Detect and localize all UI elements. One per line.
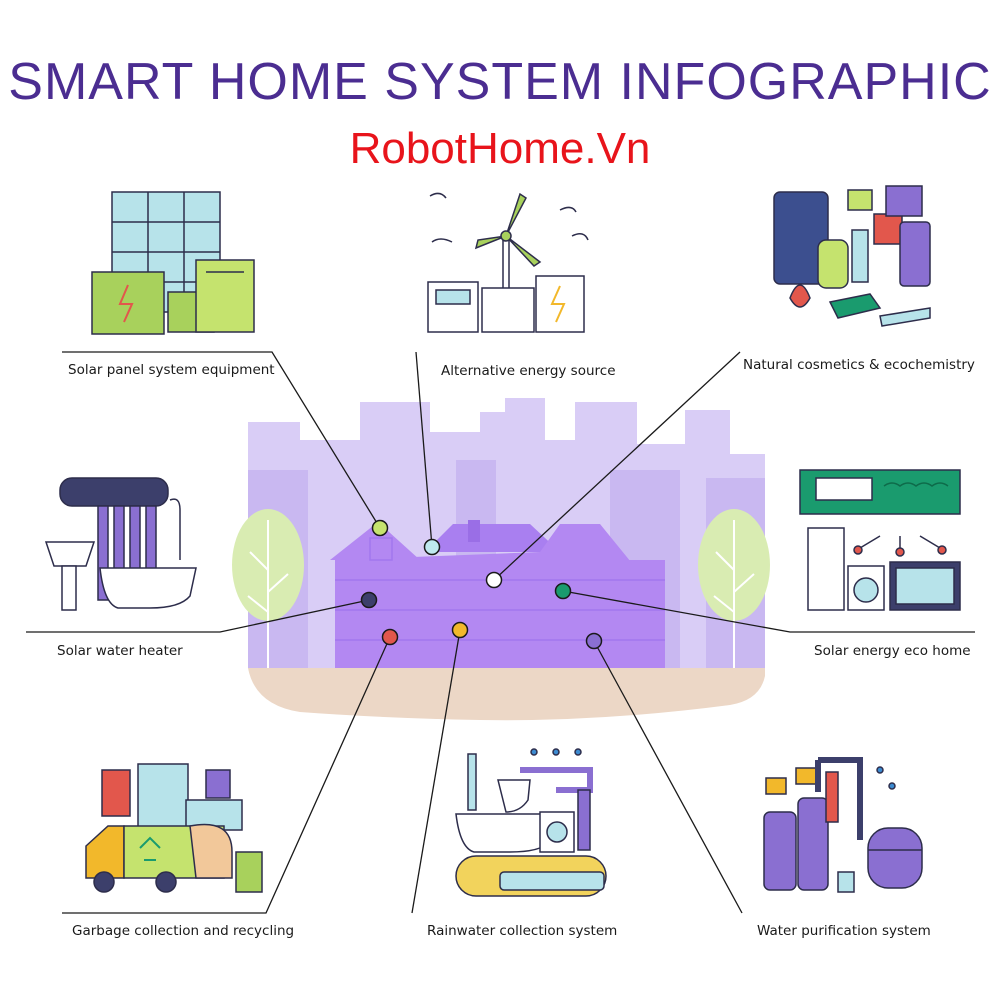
dot-cosmetics [485, 571, 503, 589]
label-rainwater: Rainwater collection system [427, 923, 618, 939]
line-rainwater [411, 629, 461, 914]
dot-alt-energy [423, 538, 441, 556]
label-garbage: Garbage collection and recycling [72, 923, 295, 939]
water-purification-icon [763, 757, 923, 893]
ground [248, 668, 765, 721]
tree-right [698, 509, 770, 668]
line-garbage [62, 636, 391, 914]
label-solar-panel: Solar panel system equipment [68, 362, 275, 378]
solar-water-heater-icon [44, 477, 197, 611]
page-title: SMART HOME SYSTEM INFOGRAPHIC [8, 53, 992, 111]
dot-eco-home [554, 582, 572, 600]
label-eco-home: Solar energy eco home [814, 643, 971, 659]
dot-rainwater [451, 621, 469, 639]
cosmetics-icon [773, 185, 931, 327]
garbage-truck-icon [85, 763, 263, 893]
label-alt-energy: Alternative energy source [441, 363, 616, 379]
solar-panel-icon [91, 191, 255, 335]
label-cosmetics: Natural cosmetics & ecochemistry [743, 357, 975, 373]
dot-purification [585, 632, 603, 650]
house [330, 520, 665, 668]
brand-subtitle: RobotHome.Vn [349, 124, 651, 173]
dot-water-heater [360, 591, 378, 609]
dot-garbage [381, 628, 399, 646]
label-purification: Water purification system [757, 923, 931, 939]
line-water-heater [26, 599, 370, 633]
label-water-heater: Solar water heater [57, 643, 183, 659]
rainwater-system-icon [455, 748, 607, 897]
line-eco-home [562, 590, 975, 633]
tree-left [232, 509, 304, 668]
line-purification [593, 640, 743, 914]
line-solar-panel [62, 351, 381, 529]
dot-solar-panel [371, 519, 389, 537]
line-cosmetics [493, 351, 741, 581]
line-alt-energy [415, 351, 433, 548]
eco-home-appliances-icon [799, 469, 961, 611]
wind-turbine-icon [427, 192, 589, 333]
